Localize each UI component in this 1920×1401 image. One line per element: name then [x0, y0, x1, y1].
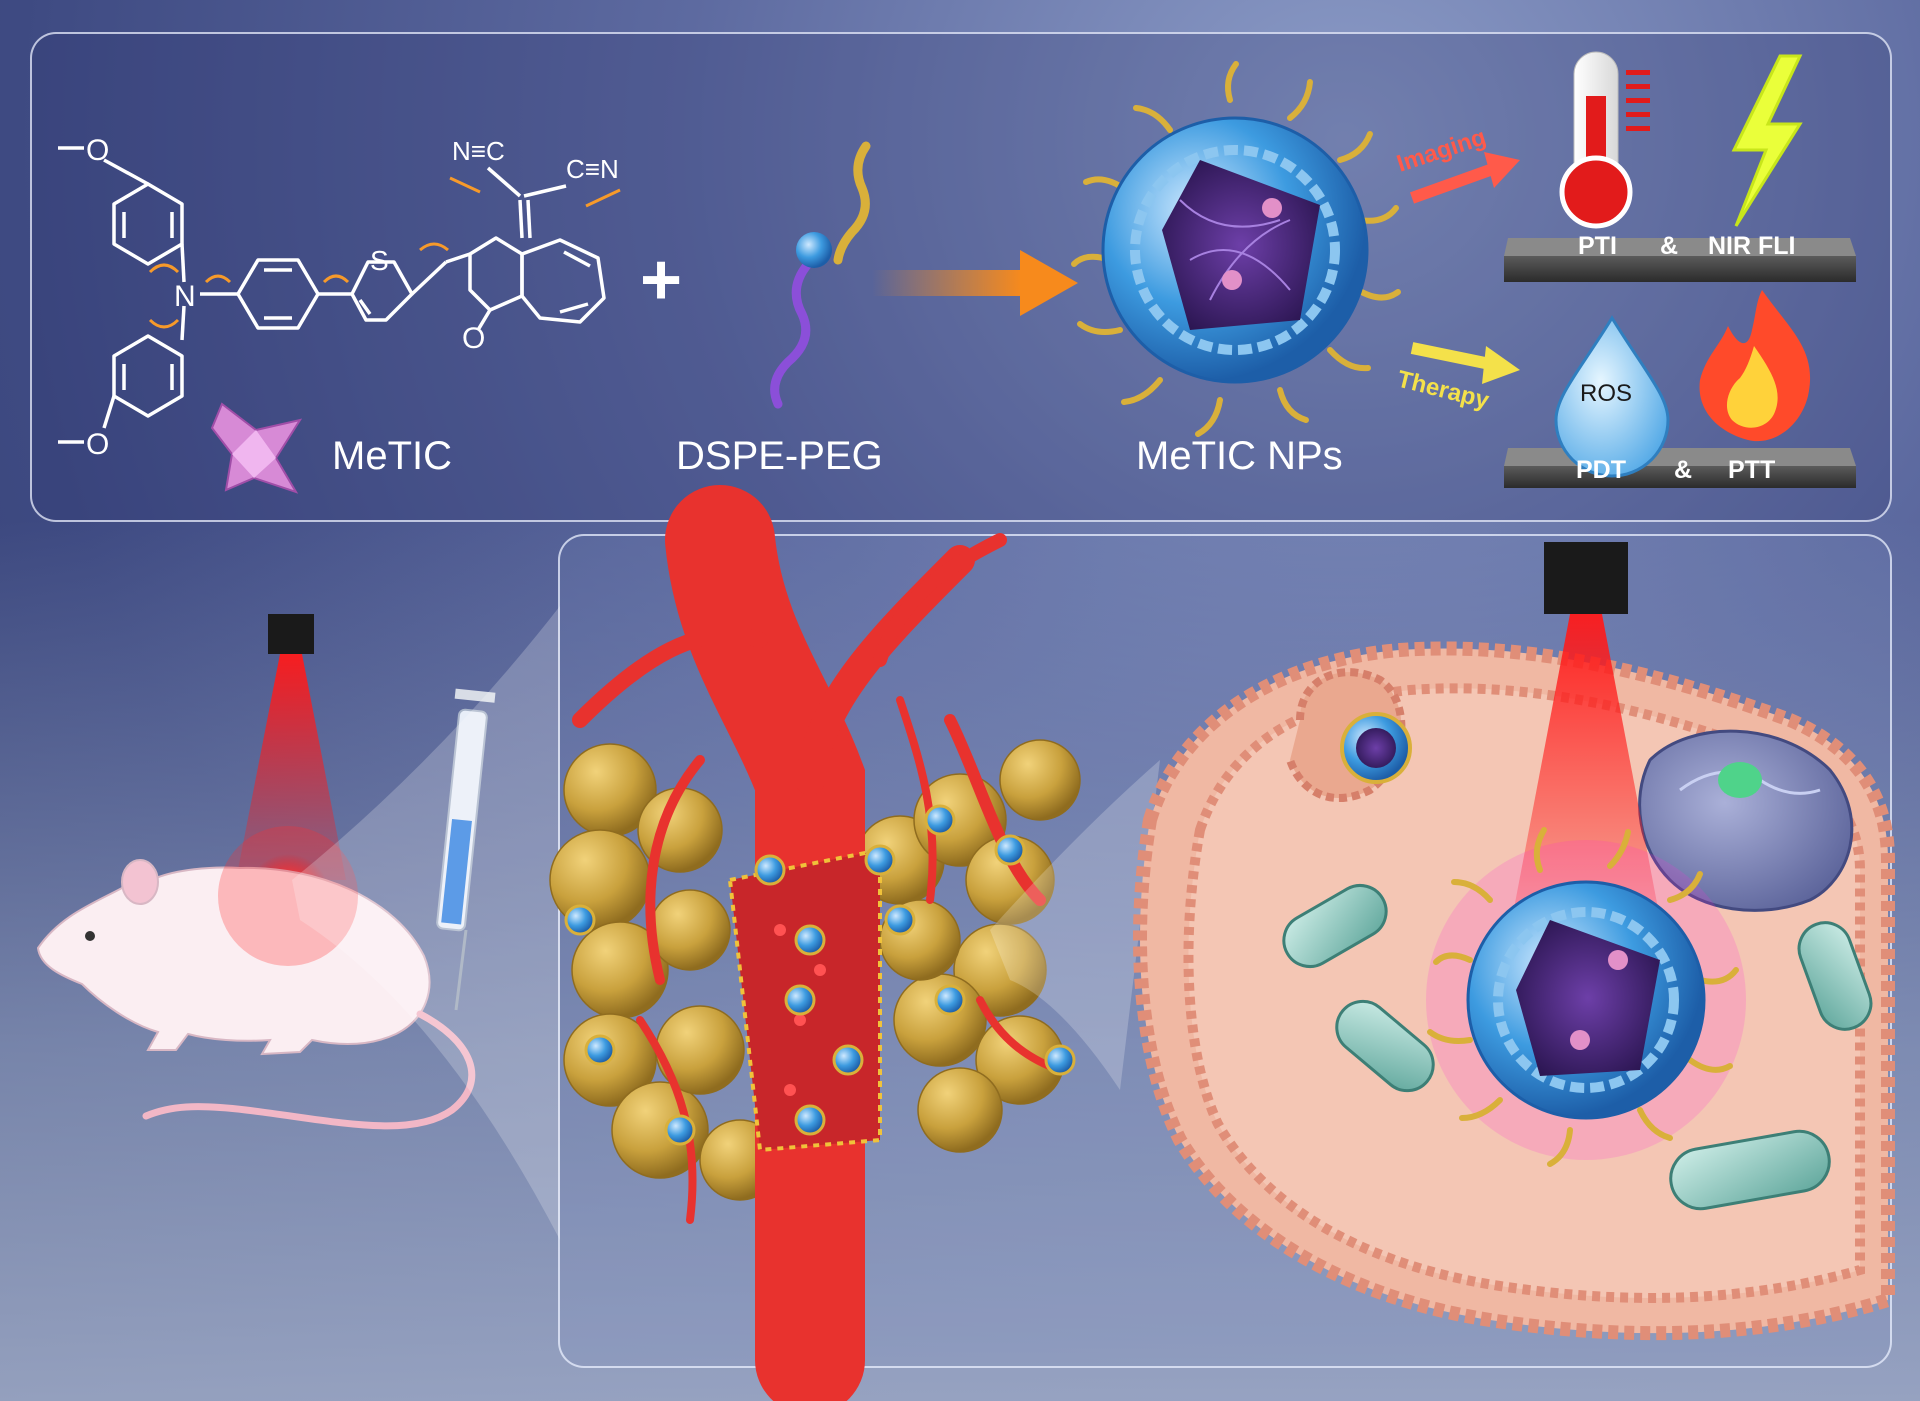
mouse-illustration	[36, 826, 476, 1130]
pdt-label: PDT	[1576, 456, 1626, 484]
syringe-icon	[436, 688, 496, 1011]
cell-nucleus	[1638, 729, 1854, 912]
atom-o-top: O	[86, 134, 109, 167]
metic-nps-label: MeTIC NPs	[1136, 434, 1343, 478]
tumor-cell-cluster	[549, 739, 1081, 1201]
ampersand-imaging: &	[1660, 232, 1679, 260]
synthesis-arrow	[872, 250, 1078, 316]
endocytosed-np	[1340, 712, 1412, 784]
thermometer-icon	[1559, 51, 1650, 229]
atom-nc-left: N≡C	[452, 136, 505, 166]
nanoparticles-in-tumor	[564, 804, 1076, 1146]
zoom-fan-left	[292, 606, 560, 1240]
flame-icon	[1699, 290, 1811, 442]
lightning-icon	[1731, 54, 1803, 227]
imaging-arrow	[1409, 152, 1520, 204]
pti-label: PTI	[1578, 232, 1617, 260]
atom-n-amine: N	[174, 280, 196, 313]
dspe-peg-polymer	[770, 141, 871, 409]
dspe-peg-label: DSPE-PEG	[676, 434, 883, 478]
therapy-label: Therapy	[1395, 366, 1493, 415]
imaging-platform	[1504, 238, 1856, 282]
nir-fli-label: NIR FLI	[1708, 232, 1796, 260]
atom-s-thiophene: S	[370, 245, 389, 276]
blood-vessels	[572, 485, 1064, 1401]
ampersand-therapy: &	[1674, 456, 1693, 484]
ptt-label: PTT	[1728, 456, 1776, 484]
atom-o-ketone: O	[462, 322, 485, 355]
mitochondria	[1282, 884, 1873, 1211]
intracellular-np	[1427, 827, 1739, 1167]
metic-molecule	[58, 146, 606, 444]
ros-droplet-icon	[1554, 315, 1670, 478]
atom-cn-right: C≡N	[566, 154, 619, 184]
metic-np-micelle	[1071, 61, 1401, 437]
zoom-fan-right	[990, 760, 1160, 1090]
rotation-arrows	[148, 176, 621, 329]
metic-crystal-icon	[210, 402, 303, 494]
atom-o-bottom: O	[86, 428, 109, 461]
metic-label: MeTIC	[332, 434, 452, 478]
therapy-arrow	[1410, 342, 1520, 384]
ros-label: ROS	[1580, 380, 1633, 407]
plus-sign: +	[640, 240, 682, 320]
